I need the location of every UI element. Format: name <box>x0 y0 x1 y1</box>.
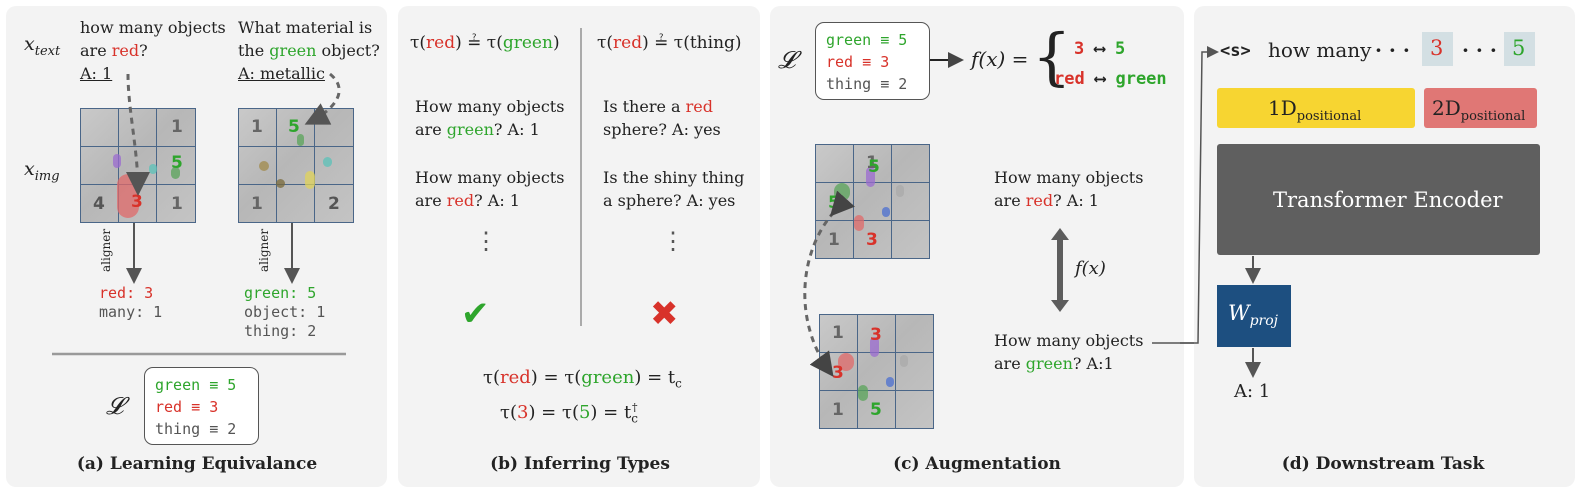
panel-b <box>398 6 760 487</box>
left-question-1: How many objects are green? A: 1 <box>415 97 565 139</box>
panel-c-arrows <box>803 52 1200 377</box>
check-icon: ✔ <box>461 294 490 334</box>
panel-b-divider <box>580 28 582 326</box>
projection-matrix <box>1217 285 1291 347</box>
pos-embedding-2d <box>1424 88 1537 128</box>
pos-embedding-1d <box>1217 88 1415 128</box>
augment-question-bottom: How many objects are green? A:1 <box>994 331 1144 373</box>
transformer-encoder-label: Transformer Encoder <box>1273 188 1503 212</box>
projection-matrix-label: Wproj <box>1228 301 1279 330</box>
image-grid-2: 1 5 1 2 <box>238 108 354 223</box>
left-type-test: τ(red) ≟ τ(green) <box>410 33 560 53</box>
downstream-answer: A: 1 <box>1234 381 1271 402</box>
pos-embedding-1d-label: 1Dpositional <box>1268 96 1362 125</box>
augment-question-top: How many objects are red? A: 1 <box>994 168 1144 210</box>
pos-embedding-2d-label: 2Dpositional <box>1432 96 1526 125</box>
token-3 <box>1422 32 1453 66</box>
lexicon-symbol-c: 𝓛 <box>778 46 796 74</box>
lexicon-box-a <box>144 367 259 445</box>
formula-2: τ(3) = τ(5) = tc† <box>500 401 638 426</box>
transformer-encoder <box>1217 144 1540 255</box>
right-ellipsis: ⋮ <box>661 227 685 255</box>
x-img-label: ximg <box>24 158 60 184</box>
right-question-2: Is the shiny thing a sphere? A: yes <box>603 168 745 210</box>
left-question-2: How many objects are red? A: 1 <box>415 168 565 210</box>
fx-arrow-label: f(x) <box>1075 258 1106 279</box>
caption-a: (a) Learning Equivalance <box>76 454 318 474</box>
fx-brace: { <box>1032 20 1072 93</box>
panel-d-arrows <box>1245 256 1261 378</box>
caption-c: (c) Augmentation <box>893 454 1061 474</box>
caption-b: (b) Inferring Types <box>490 454 670 474</box>
aligner-label-2: aligner <box>257 228 271 272</box>
lexicon-box-c <box>815 22 930 100</box>
right-question-1: Is there a red sphere? A: yes <box>603 97 721 139</box>
fx-definition: f(x) = <box>971 47 1029 71</box>
question-1: how many objects are red? A: 1 <box>80 18 226 83</box>
formula-1: τ(red) = τ(green) = tc <box>483 367 682 391</box>
lexicon-symbol-a: 𝓛 <box>106 392 124 420</box>
left-ellipsis: ⋮ <box>474 227 498 255</box>
question-2: What material is the green object? A: me… <box>238 18 380 83</box>
caption-d: (d) Downstream Task <box>1281 454 1485 474</box>
panel-a-arrows <box>52 72 346 356</box>
token-5 <box>1504 32 1535 66</box>
cross-icon: ✖ <box>650 294 679 334</box>
x-text-label: xtext <box>24 33 61 59</box>
panel-d-connector <box>1180 46 1219 344</box>
aligner-label-1: aligner <box>99 228 113 272</box>
right-type-test: τ(red) ≟ τ(thing) <box>597 33 742 53</box>
